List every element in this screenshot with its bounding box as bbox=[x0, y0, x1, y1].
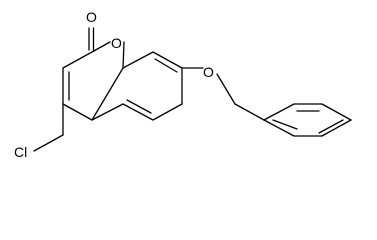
bond-ph-6 bbox=[263, 119, 295, 137]
bond-o1-c8a bbox=[122, 41, 125, 69]
bond-c8-c7 bbox=[152, 51, 183, 69]
bond-c2-o1 bbox=[91, 41, 111, 53]
bond-c6-c5 bbox=[152, 103, 183, 121]
atom-label-ether-oxygen: O bbox=[203, 64, 214, 80]
bond-c5-c4a-inner bbox=[126, 99, 152, 114]
atom-labels: O O O Cl bbox=[14, 9, 214, 160]
molecule-canvas: O O O Cl bbox=[14, 9, 352, 160]
bond-c4a-c8a bbox=[91, 67, 124, 121]
bond-c8a-c8 bbox=[122, 51, 154, 69]
bond-ph-3 bbox=[321, 103, 352, 121]
bond-c5-c4a bbox=[122, 103, 154, 121]
bond-c2-c3 bbox=[62, 51, 93, 69]
bond-ch2-ph bbox=[234, 103, 265, 121]
atom-label-chlorine: Cl bbox=[14, 144, 27, 160]
bonds bbox=[33, 27, 352, 152]
bond-c4-c4a bbox=[62, 103, 93, 121]
bond-ph-1 bbox=[263, 103, 295, 121]
atom-label-carbonyl-oxygen: O bbox=[86, 9, 97, 25]
bond-ph-6-inner bbox=[272, 119, 298, 130]
atom-label-ring-oxygen: O bbox=[111, 35, 122, 51]
bond-c4a-c4b bbox=[91, 103, 124, 121]
structure-diagram: O O O Cl bbox=[14, 9, 352, 160]
bond-c8-c7-inner bbox=[154, 58, 178, 73]
bond-ch2-cl bbox=[33, 134, 64, 152]
bond-ph-4-inner bbox=[318, 119, 344, 134]
bond-o-ch2 bbox=[216, 73, 236, 105]
bond-ph-4 bbox=[321, 119, 352, 137]
